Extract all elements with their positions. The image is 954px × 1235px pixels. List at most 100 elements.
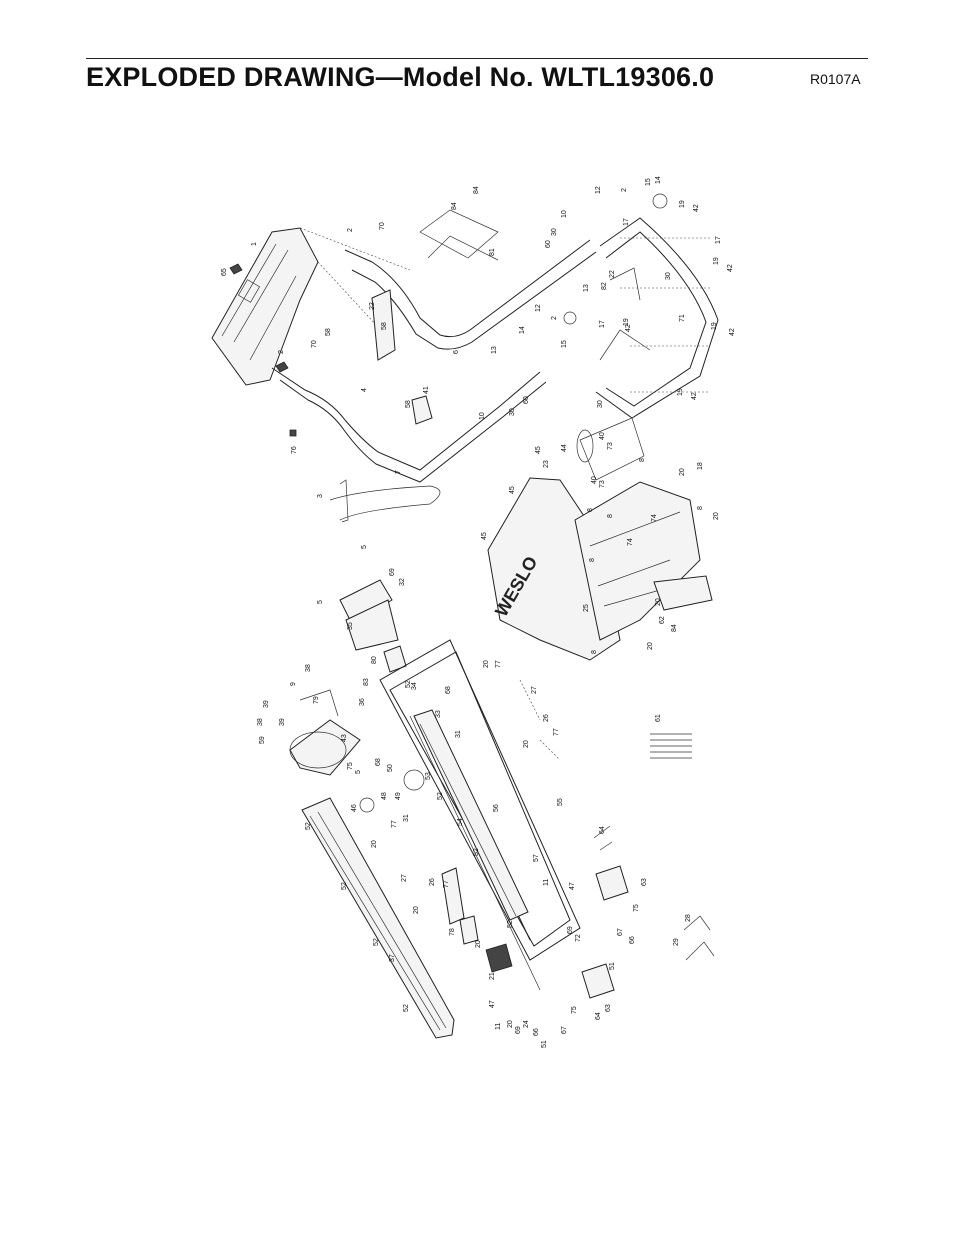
callout-38: 38 [257, 718, 264, 726]
callout-70: 70 [311, 340, 318, 348]
callout-10: 10 [561, 210, 568, 218]
callout-42: 42 [625, 324, 632, 332]
callout-20: 20 [507, 1020, 514, 1028]
callout-26: 26 [543, 714, 550, 722]
callout-38: 38 [305, 664, 312, 672]
callout-30: 30 [551, 228, 558, 236]
callout-60: 60 [523, 396, 530, 404]
callout-66: 66 [533, 1028, 540, 1036]
callout-6: 6 [453, 350, 460, 354]
callout-20: 20 [523, 740, 530, 748]
callout-20: 20 [483, 660, 490, 668]
callout-14: 14 [519, 326, 526, 334]
callout-20: 20 [475, 940, 482, 948]
callout-28: 28 [685, 914, 692, 922]
callout-75: 75 [571, 1006, 578, 1014]
callout-76: 76 [291, 446, 298, 454]
callout-52: 52 [473, 848, 480, 856]
callout-63: 63 [605, 1004, 612, 1012]
callout-8: 8 [639, 458, 646, 462]
callout-69: 69 [567, 926, 574, 934]
callout-19: 19 [623, 318, 630, 326]
reference-code: R0107A [810, 71, 861, 87]
callout-52: 52 [405, 680, 412, 688]
callout-46: 46 [351, 804, 358, 812]
callout-45: 45 [535, 446, 542, 454]
callout-19: 19 [679, 200, 686, 208]
callout-42: 42 [691, 392, 698, 400]
callout-11: 11 [495, 1023, 502, 1030]
callout-24: 24 [523, 1020, 530, 1028]
callout-2: 2 [621, 188, 628, 192]
callout-9: 9 [290, 682, 297, 686]
callout-41: 41 [423, 386, 430, 394]
callout-59: 59 [259, 736, 266, 744]
callout-84: 84 [473, 186, 480, 194]
callout-17: 17 [715, 236, 722, 244]
callout-8: 8 [697, 506, 704, 510]
callout-67: 67 [617, 928, 624, 936]
callout-48: 48 [381, 792, 388, 800]
callout-22: 22 [609, 270, 616, 278]
callout-62: 62 [659, 616, 666, 624]
callout-71: 71 [679, 314, 686, 322]
handrail-frame [271, 193, 719, 483]
callout-40: 40 [591, 476, 598, 484]
callout-39: 39 [263, 700, 270, 708]
callout-3: 3 [317, 494, 324, 498]
callout-58: 58 [381, 322, 388, 330]
callout-21: 21 [489, 972, 496, 980]
callout-18: 18 [697, 462, 704, 470]
callout-73: 73 [607, 442, 614, 450]
callout-25: 25 [583, 604, 590, 612]
callout-68: 68 [375, 758, 382, 766]
page-title: EXPLODED DRAWING—Model No. WLTL19306.0 [86, 62, 715, 92]
callout-31: 31 [455, 730, 462, 738]
callout-64: 64 [599, 826, 606, 834]
callout-74: 74 [651, 514, 658, 522]
callout-27: 27 [401, 874, 408, 882]
callout-20: 20 [713, 512, 720, 520]
callout-42: 42 [729, 328, 736, 336]
callout-2: 2 [551, 316, 558, 320]
callout-45: 45 [481, 532, 488, 540]
callout-31: 31 [403, 814, 410, 822]
callout-20: 20 [413, 906, 420, 914]
callout-5: 5 [317, 600, 324, 604]
callout-39: 39 [279, 718, 286, 726]
callout-52: 52 [507, 920, 514, 928]
callout-63: 63 [641, 878, 648, 886]
deck-frame [301, 639, 581, 1039]
callout-49: 49 [395, 792, 402, 800]
callout-34: 34 [411, 682, 418, 690]
callout-42: 42 [693, 204, 700, 212]
callout-77: 77 [391, 820, 398, 828]
callout-43: 43 [341, 734, 348, 742]
callout-8: 8 [607, 514, 614, 518]
callout-5: 5 [361, 545, 368, 549]
callout-1: 1 [251, 242, 258, 246]
callout-8: 8 [591, 650, 598, 654]
callout-15: 15 [561, 340, 568, 348]
callout-52: 52 [437, 792, 444, 800]
callout-13: 13 [583, 284, 590, 292]
callout-84: 84 [451, 202, 458, 210]
callout-40: 40 [599, 432, 606, 440]
callout-33: 33 [435, 710, 442, 718]
callout-30: 30 [597, 400, 604, 408]
callout-69: 69 [389, 568, 396, 576]
callout-8: 8 [589, 558, 596, 562]
callout-2: 2 [347, 228, 354, 232]
callout-11: 11 [543, 879, 550, 886]
callout-32: 32 [399, 578, 406, 586]
callout-17: 17 [599, 320, 606, 328]
callout-23: 23 [543, 460, 550, 468]
callout-84: 84 [671, 624, 678, 632]
callout-47: 47 [489, 1000, 496, 1008]
callout-75: 75 [347, 762, 354, 770]
callout-27: 27 [531, 686, 538, 694]
callout-80: 80 [371, 656, 378, 664]
callout-81: 81 [489, 248, 496, 256]
callout-58: 58 [325, 328, 332, 336]
